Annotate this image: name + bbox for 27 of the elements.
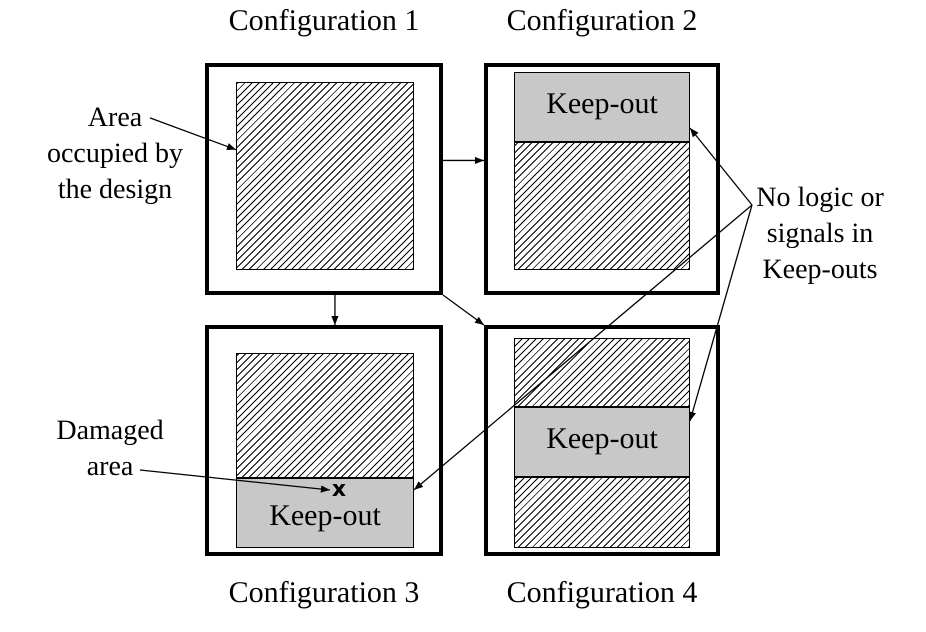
configuration-title: Configuration 2 bbox=[506, 4, 698, 38]
hatched-design-area bbox=[236, 82, 414, 270]
arrow bbox=[443, 156, 484, 164]
leader-line bbox=[414, 204, 752, 490]
hatched-design-area bbox=[514, 338, 690, 407]
keep-out-zone bbox=[514, 407, 690, 477]
configuration-title: Configuration 4 bbox=[506, 576, 698, 610]
annotation-text: Area occupied by the design bbox=[40, 100, 190, 212]
hatched-design-area bbox=[514, 477, 690, 548]
arrow bbox=[331, 295, 339, 325]
leader-line bbox=[140, 469, 330, 493]
annotation-text: No logic or signals in Keep-outs bbox=[740, 180, 900, 292]
keep-out-zone bbox=[514, 72, 690, 142]
leader-line bbox=[689, 204, 753, 422]
zone-label: Keep-out bbox=[545, 87, 659, 121]
damage-mark: x bbox=[330, 480, 348, 500]
leader-line bbox=[150, 117, 236, 150]
configuration-title: Configuration 3 bbox=[228, 576, 420, 610]
keep-out-zone bbox=[236, 478, 414, 548]
leader-line bbox=[690, 128, 752, 206]
configuration-title: Configuration 1 bbox=[228, 4, 420, 38]
hatched-design-area bbox=[514, 142, 690, 270]
zone-label: Keep-out bbox=[268, 499, 382, 533]
hatched-design-area bbox=[236, 353, 414, 478]
annotation-text: Damaged area bbox=[40, 413, 180, 487]
zone-label: Keep-out bbox=[545, 422, 659, 456]
arrow bbox=[442, 294, 484, 326]
